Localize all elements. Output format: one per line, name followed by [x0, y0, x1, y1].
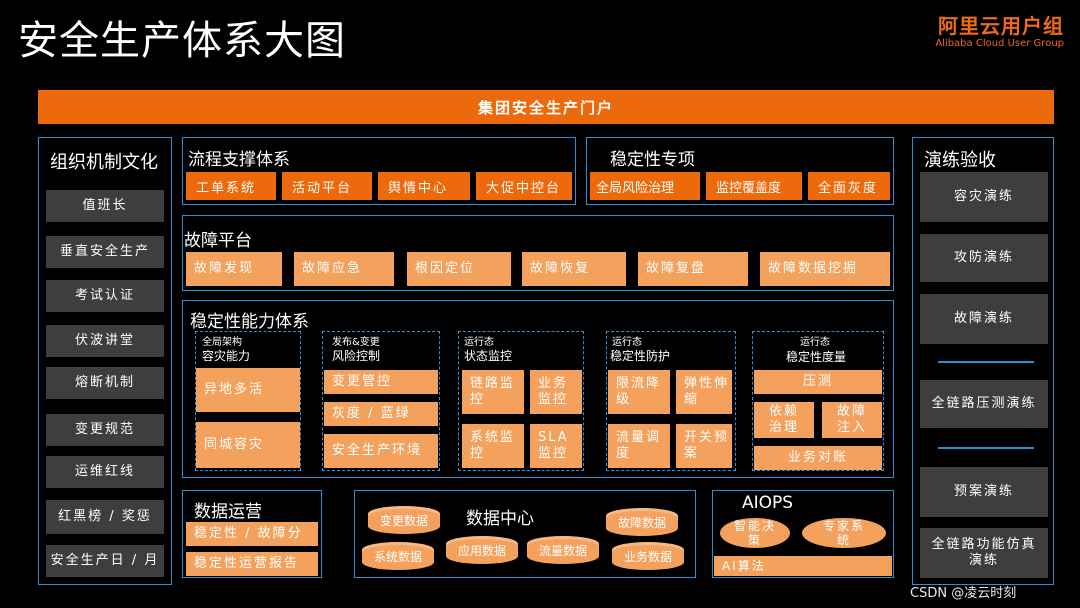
capability-panel — [182, 300, 894, 478]
fault-platform-panel — [182, 215, 894, 291]
process-title: 流程支撑体系 — [188, 150, 290, 170]
process-item-3[interactable]: 大促中控台 — [476, 172, 572, 200]
cap-protect-item-2[interactable]: 流量调度 — [608, 424, 670, 468]
data-center-panel — [354, 490, 696, 578]
data-cyl-system[interactable]: 系统数据 — [362, 542, 434, 570]
page-title: 安全生产体系大图 — [18, 18, 346, 64]
drill-item-4[interactable]: 预案演练 — [920, 467, 1048, 517]
cap-group-measure-title: 稳定性度量 — [786, 350, 847, 364]
left-panel-title: 组织机制文化 — [50, 152, 158, 173]
cap-monitor-item-3[interactable]: SLA监控 — [530, 424, 582, 468]
special-item-2[interactable]: 全面灰度 — [808, 172, 890, 200]
cap-group-disaster-title: 容灾能力 — [202, 349, 251, 363]
aiops-algorithm-bar[interactable]: AI算法 — [714, 556, 892, 576]
left-item-4[interactable]: 熔断机制 — [46, 367, 164, 399]
fault-item-5[interactable]: 故障数据挖掘 — [760, 252, 890, 286]
data-center-title: 数据中心 — [466, 509, 534, 529]
cap-risk-item-0[interactable]: 变更管控 — [324, 370, 438, 394]
drill-item-2[interactable]: 故障演练 — [920, 294, 1048, 344]
drill-item-1[interactable]: 攻防演练 — [920, 234, 1048, 282]
cap-group-protect-small: 运行态 — [612, 337, 642, 348]
fault-item-3[interactable]: 故障恢复 — [522, 252, 626, 286]
drill-item-5[interactable]: 全链路功能仿真演练 — [920, 528, 1048, 578]
cap-group-monitor-title: 状态监控 — [464, 349, 513, 363]
cap-group-disaster — [195, 331, 301, 471]
brand-logo-en: Alibaba Cloud User Group — [935, 38, 1064, 49]
left-item-6[interactable]: 运维红线 — [46, 456, 164, 488]
data-ops-title: 数据运营 — [194, 502, 262, 522]
cap-protect-item-1[interactable]: 弹性伸缩 — [676, 370, 732, 414]
cap-group-protect-title: 稳定性防护 — [610, 349, 671, 363]
cap-group-protect — [606, 331, 736, 471]
stability-special-panel — [586, 137, 894, 205]
process-panel — [182, 137, 576, 205]
cap-monitor-item-2[interactable]: 系统监控 — [462, 424, 524, 468]
drill-item-3[interactable]: 全链路压测演练 — [920, 380, 1048, 428]
drill-item-0[interactable]: 容灾演练 — [920, 172, 1048, 222]
process-item-1[interactable]: 活动平台 — [282, 172, 372, 200]
right-divider-2 — [938, 447, 1034, 449]
cap-group-monitor-small: 运行态 — [464, 337, 494, 348]
left-panel — [38, 137, 172, 585]
fault-item-1[interactable]: 故障应急 — [294, 252, 394, 286]
aiops-smart-decision[interactable]: 智能决策 — [720, 518, 790, 548]
cap-measure-item-2[interactable]: 故障注入 — [822, 402, 882, 438]
aiops-panel — [712, 490, 894, 578]
left-item-8[interactable]: 安全生产日 / 月 — [46, 545, 164, 577]
left-item-1[interactable]: 垂直安全生产 — [46, 236, 164, 268]
portal-banner[interactable]: 集团安全生产门户 — [38, 90, 1054, 124]
fault-item-4[interactable]: 故障复盘 — [638, 252, 748, 286]
cap-monitor-item-0[interactable]: 链路监控 — [462, 370, 524, 414]
data-cyl-change[interactable]: 变更数据 — [368, 506, 440, 534]
left-item-0[interactable]: 值班长 — [46, 190, 164, 222]
cap-group-monitor — [458, 331, 584, 471]
right-panel — [912, 137, 1054, 585]
data-cyl-fault[interactable]: 故障数据 — [606, 508, 678, 536]
cap-risk-item-2[interactable]: 安全生产环境 — [324, 434, 438, 468]
data-ops-panel — [182, 490, 322, 578]
process-item-2[interactable]: 舆情中心 — [378, 172, 470, 200]
special-item-1[interactable]: 监控覆盖度 — [706, 172, 802, 200]
cap-monitor-item-1[interactable]: 业务监控 — [530, 370, 582, 414]
cap-group-risk-title: 风险控制 — [332, 349, 381, 363]
cap-protect-item-0[interactable]: 限流降级 — [608, 370, 670, 414]
cap-disaster-item-0[interactable]: 异地多活 — [196, 368, 300, 412]
data-ops-item-0[interactable]: 稳定性 / 故障分 — [186, 522, 318, 546]
cap-measure-item-1[interactable]: 依赖治理 — [754, 402, 814, 438]
left-item-2[interactable]: 考试认证 — [46, 280, 164, 312]
cap-risk-item-1[interactable]: 灰度 / 蓝绿 — [324, 402, 438, 426]
left-item-3[interactable]: 伏波讲堂 — [46, 325, 164, 357]
fault-item-2[interactable]: 根因定位 — [407, 252, 511, 286]
stability-special-title: 稳定性专项 — [610, 150, 695, 170]
data-ops-item-1[interactable]: 稳定性运营报告 — [186, 552, 318, 576]
cap-measure-item-0[interactable]: 压测 — [754, 370, 882, 394]
left-item-7[interactable]: 红黑榜 / 奖惩 — [46, 500, 164, 534]
right-divider-1 — [938, 361, 1034, 363]
fault-item-0[interactable]: 故障发现 — [186, 252, 282, 286]
data-cyl-business[interactable]: 业务数据 — [612, 542, 684, 570]
cap-group-risk — [322, 331, 440, 471]
aiops-title: AIOPS — [742, 493, 794, 513]
special-item-0[interactable]: 全局风险治理 — [590, 172, 700, 200]
cap-disaster-item-1[interactable]: 同城容灾 — [196, 422, 300, 468]
process-item-0[interactable]: 工单系统 — [186, 172, 276, 200]
cap-group-disaster-small: 全局架构 — [202, 337, 242, 348]
brand-logo-cn: 阿里云用户组 — [938, 14, 1064, 38]
right-panel-title: 演练验收 — [924, 150, 996, 171]
data-cyl-app[interactable]: 应用数据 — [446, 536, 518, 564]
cap-measure-item-3[interactable]: 业务对账 — [754, 446, 882, 470]
cap-protect-item-3[interactable]: 开关预案 — [676, 424, 732, 468]
csdn-watermark: CSDN @凌云时刻 — [910, 586, 1017, 601]
cap-group-measure — [752, 331, 884, 471]
cap-group-risk-small: 发布&变更 — [332, 337, 380, 348]
fault-platform-title: 故障平台 — [184, 231, 252, 251]
capability-title: 稳定性能力体系 — [190, 312, 309, 332]
left-item-5[interactable]: 变更规范 — [46, 414, 164, 446]
aiops-expert-system[interactable]: 专家系统 — [802, 518, 886, 548]
data-cyl-traffic[interactable]: 流量数据 — [527, 536, 599, 564]
cap-group-measure-small: 运行态 — [800, 337, 830, 348]
